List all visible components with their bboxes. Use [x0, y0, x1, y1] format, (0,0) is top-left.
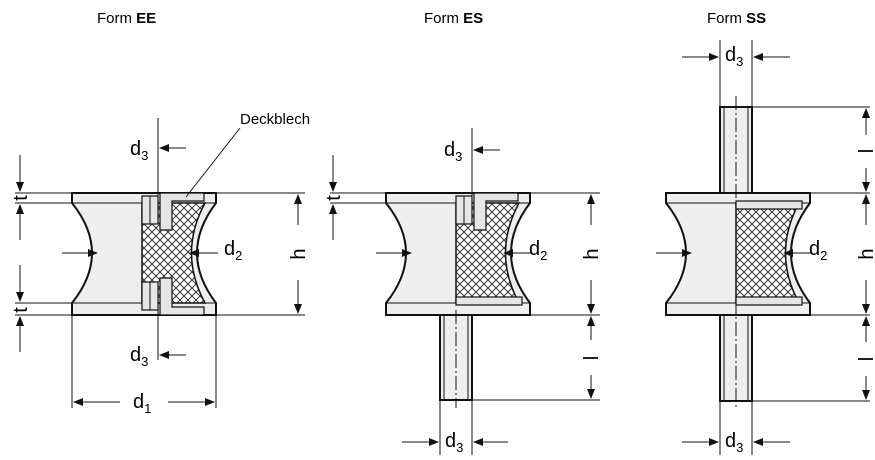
dim-l-ss-bottom: l	[856, 357, 875, 361]
dim-l-ss-top: l	[856, 149, 875, 153]
dim-d3-es-top: d3	[444, 139, 462, 164]
dim-d2-ee: d2	[224, 238, 242, 263]
title-form-es: Form ES	[424, 10, 483, 27]
dim-d1: d1	[133, 391, 151, 416]
dim-d3-es-bottom: d3	[445, 430, 463, 455]
dim-h-ee: h	[288, 248, 310, 259]
dim-h-es: h	[581, 248, 603, 259]
drawing-form-ss: l h l d2 d3 d3	[656, 40, 875, 455]
dim-d3-ee-top: d3	[130, 138, 148, 163]
dim-d3-ee-bottom: d3	[130, 344, 148, 369]
label-deckblech: Deckblech	[240, 111, 310, 128]
dim-h-ss: h	[856, 248, 875, 259]
dim-d3-ss-top: d3	[725, 44, 743, 69]
dim-d3-ss-bottom: d3	[725, 430, 743, 455]
dim-t-es: t	[323, 195, 345, 201]
drawing-form-es: t h l d2 d3 d3	[323, 128, 603, 455]
title-form-ee: Form EE	[97, 10, 156, 27]
dim-d2-ss: d2	[809, 238, 827, 263]
dim-t-top: t	[10, 195, 32, 201]
dim-t-bottom: t	[10, 307, 32, 313]
dim-l-es: l	[581, 356, 603, 360]
drawing-form-ee: t t h d2 d3 d3 d1 Deckblech	[10, 111, 310, 416]
title-form-ss: Form SS	[707, 10, 766, 27]
dim-d2-es: d2	[529, 238, 547, 263]
